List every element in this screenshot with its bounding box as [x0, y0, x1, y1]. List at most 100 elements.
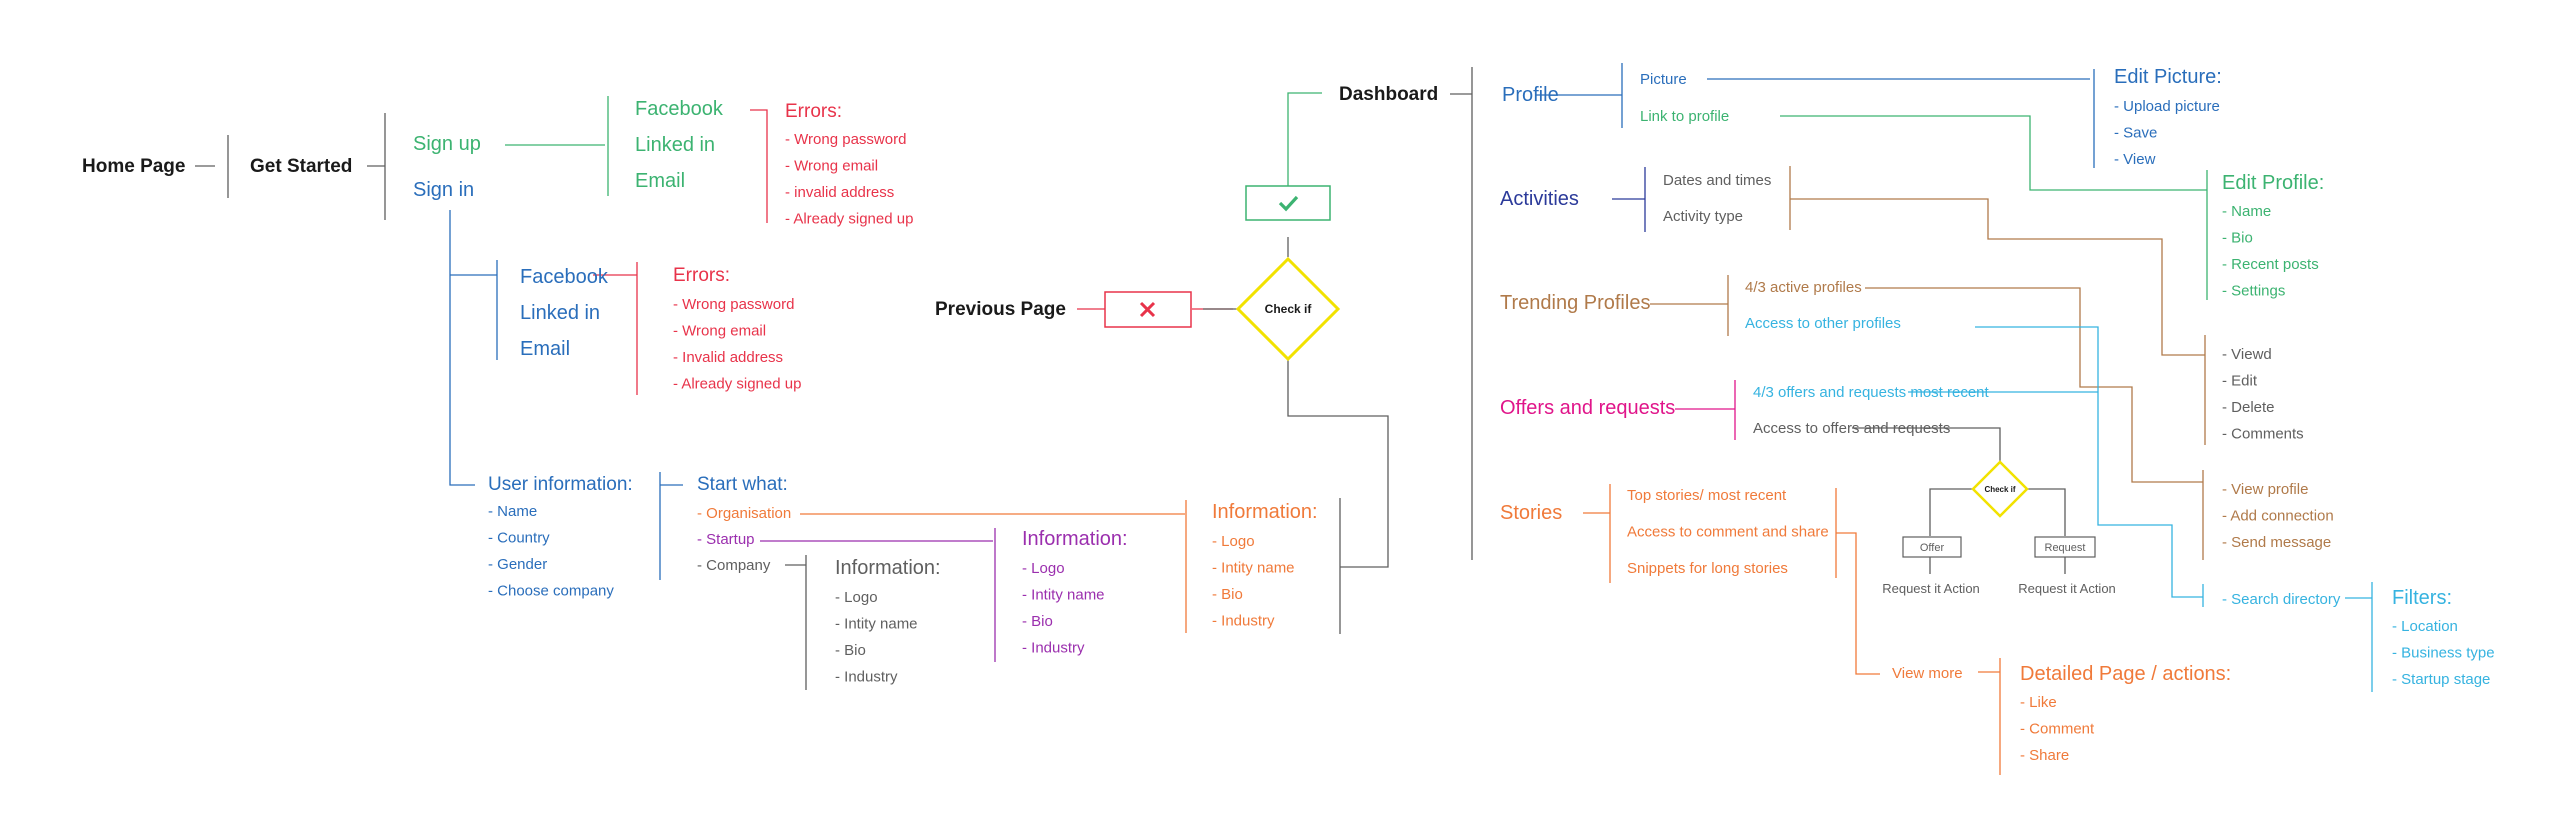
activities-dates-item: Dates and times — [1663, 172, 1771, 189]
connector-line — [1535, 63, 1623, 128]
filters-item: - Startup stage — [2392, 671, 2490, 688]
org-info-title: Information: — [1212, 501, 1318, 523]
offers-title: Offers and requests — [1500, 397, 1675, 419]
home-page-node: Home Page — [82, 156, 185, 177]
edit-profile-item: - Bio — [2222, 230, 2253, 247]
approve-box — [1245, 185, 1331, 221]
detailed-page-item: - Like — [2020, 694, 2057, 711]
signin-error-item: - Already signed up — [673, 376, 801, 393]
connector-line — [1835, 488, 1880, 675]
signup-error-item: - Already signed up — [785, 211, 913, 228]
stories-title: Stories — [1500, 502, 1562, 524]
filters-title: Filters: — [2392, 587, 2452, 609]
edit-profile-title: Edit Profile: — [2222, 172, 2324, 194]
activities-type-item: Activity type — [1663, 208, 1743, 225]
reject-box — [1104, 291, 1192, 328]
user-info-item: - Country — [488, 530, 550, 547]
signup-option: Email — [635, 170, 685, 192]
startup-info-item: - Intity name — [1022, 587, 1105, 604]
org-info-item: - Intity name — [1212, 560, 1295, 577]
connector-line — [785, 555, 807, 690]
profile-picture-item: Picture — [1640, 71, 1687, 88]
detailed-page-item: - Share — [2020, 747, 2069, 764]
connector-line — [1612, 167, 1646, 232]
offers-access-item: Access to offers and requests — [1753, 420, 1950, 437]
connector-line — [1675, 380, 1736, 440]
org-info-item: - Industry — [1212, 613, 1275, 630]
check-if-diamond — [1235, 256, 1341, 362]
signup-error-item: - invalid address — [785, 184, 894, 201]
stories-item: Top stories/ most recent — [1627, 487, 1787, 504]
edit-picture-item: - Save — [2114, 125, 2157, 142]
connector-line — [1583, 484, 1611, 583]
signin-error-item: - Invalid address — [673, 349, 783, 366]
checkmark-icon — [1278, 195, 1299, 212]
signup-option: Linked in — [635, 134, 715, 156]
profile-action-item: - View profile — [2222, 481, 2308, 498]
signup-error-item: - Wrong password — [785, 131, 906, 148]
connector-line — [195, 135, 229, 198]
signin-option: Email — [520, 338, 570, 360]
signup-errors-title: Errors: — [785, 101, 842, 122]
offers-recent-item: 4/3 offers and requests most recent — [1753, 384, 1990, 401]
filters-item: - Location — [2392, 618, 2458, 635]
stories-item: Snippets for long stories — [1627, 560, 1788, 577]
start-what-title: Start what: — [697, 474, 788, 495]
signup-error-item: - Wrong email — [785, 158, 878, 175]
detailed-page-title: Detailed Page / actions: — [2020, 663, 2231, 685]
connector-line — [505, 96, 609, 196]
text-labels: Home Page Get Started Sign up Sign in Facebo… — [82, 66, 2495, 764]
company-info-title: Information: — [835, 557, 941, 579]
detailed-page-item: - Comment — [2020, 721, 2095, 738]
activities-title: Activities — [1500, 188, 1579, 210]
post-action-item: - Comments — [2222, 426, 2304, 443]
filters-item: - Business type — [2392, 645, 2495, 662]
signin-option: Linked in — [520, 302, 600, 324]
profile-link-item: Link to profile — [1640, 108, 1729, 125]
company-info-item: - Bio — [835, 642, 866, 659]
connector-line — [1852, 427, 2001, 462]
dashboard-node: Dashboard — [1339, 84, 1438, 105]
connector-line — [1929, 557, 2066, 574]
org-info-item: - Logo — [1212, 533, 1255, 550]
signin-node: Sign in — [413, 179, 474, 201]
start-what-startup: - Startup — [697, 531, 755, 548]
connector-line — [1789, 166, 2206, 445]
profile-title: Profile — [1502, 84, 1559, 106]
request-action-label: Request it Action — [2018, 581, 2116, 596]
post-action-item: - Edit — [2222, 373, 2258, 390]
post-action-item: - Viewd — [2222, 346, 2272, 363]
connector-line — [1287, 360, 1389, 634]
connector-line — [2345, 582, 2373, 692]
connector-line — [659, 472, 683, 580]
connector-line — [750, 109, 768, 223]
connector-line — [1929, 488, 2066, 536]
company-info-item: - Logo — [835, 589, 878, 606]
get-started-node: Get Started — [250, 156, 352, 177]
offer-check-label: Check if — [1984, 485, 2015, 494]
connector-line — [800, 500, 1187, 633]
signup-node: Sign up — [413, 133, 481, 155]
connector-line — [367, 113, 386, 220]
request-box-label: Request — [2045, 542, 2086, 554]
org-info-item: - Bio — [1212, 586, 1243, 603]
connector-line — [1450, 67, 1473, 560]
startup-info-item: - Logo — [1022, 560, 1065, 577]
connector-line — [1780, 115, 2207, 191]
post-action-item: - Delete — [2222, 399, 2275, 416]
signin-option: Facebook — [520, 266, 609, 288]
company-info-item: - Industry — [835, 669, 898, 686]
stories-item: Access to comment and share — [1627, 524, 1829, 541]
startup-info-item: - Industry — [1022, 640, 1085, 657]
view-more-link: View more — [1892, 665, 1963, 682]
search-directory-item: - Search directory — [2222, 591, 2341, 608]
close-icon — [1139, 301, 1156, 318]
connector-lines — [195, 63, 2373, 775]
connector-line — [1978, 658, 2001, 775]
connector-line — [760, 528, 996, 662]
connector-line — [1865, 287, 2203, 483]
offer-box-label: Offer — [1920, 542, 1945, 554]
user-info-item: - Gender — [488, 556, 547, 573]
start-what-company: - Company — [697, 557, 771, 574]
user-info-title: User information: — [488, 474, 633, 495]
